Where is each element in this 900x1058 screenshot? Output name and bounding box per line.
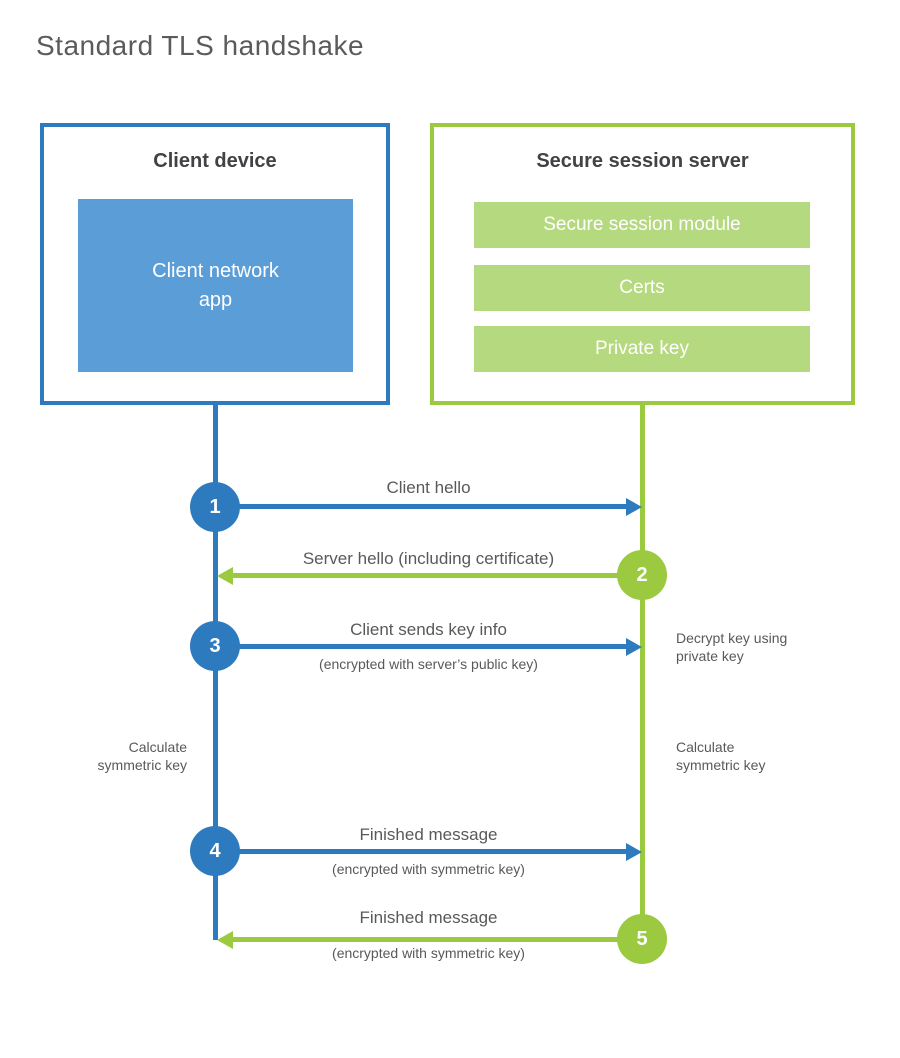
arrow-shaft-step4: [215, 849, 629, 854]
server-calc-note-line1: Calculate: [676, 739, 735, 755]
arrowhead-left-icon: [217, 567, 233, 585]
server-decrypt-note: Decrypt key using private key: [676, 630, 787, 665]
arrow-shaft-step3: [215, 644, 629, 649]
step-marker-5: 5: [617, 914, 667, 964]
client-lifeline: [213, 405, 218, 940]
secure-session-server-box: Secure session server Secure session mod…: [430, 123, 855, 405]
arrow-shaft-step2: [233, 573, 642, 578]
server-title: Secure session server: [536, 150, 749, 172]
message-label-server-hello: Server hello (including certificate): [302, 549, 555, 568]
client-calc-note: Calculate symmetric key: [57, 739, 187, 774]
server-decrypt-note-line1: Decrypt key using: [676, 630, 788, 646]
arrow-shaft-step1: [215, 504, 629, 509]
arrowhead-left-icon: [217, 931, 233, 949]
client-network-app-box: Client network app: [78, 199, 353, 372]
client-calc-note-line1: Calculate: [128, 739, 187, 755]
arrowhead-right-icon: [626, 638, 642, 656]
step-marker-1: 1: [190, 482, 240, 532]
certs-bar: Certs: [474, 265, 810, 311]
client-network-app-label: Client network app: [152, 259, 279, 311]
arrowhead-right-icon: [626, 498, 642, 516]
private-key-bar: Private key: [474, 326, 810, 372]
step-marker-4: 4: [190, 826, 240, 876]
server-lifeline: [640, 405, 645, 940]
arrowhead-right-icon: [626, 843, 642, 861]
step-marker-2: 2: [617, 550, 667, 600]
client-device-title: Client device: [153, 150, 277, 172]
client-device-box: Client device Client network app: [40, 123, 390, 405]
message-sublabel-finished-client: (encrypted with symmetric key): [332, 861, 525, 877]
server-calc-note: Calculate symmetric key: [676, 739, 765, 774]
message-label-client-hello: Client hello: [386, 478, 471, 497]
message-label-finished-client: Finished message: [359, 825, 498, 844]
message-label-finished-server: Finished message: [359, 908, 498, 927]
server-decrypt-note-line2: private key: [676, 647, 744, 664]
step-marker-3: 3: [190, 621, 240, 671]
message-label-key-info: Client sends key info: [350, 620, 507, 639]
message-sublabel-finished-server: (encrypted with symmetric key): [332, 945, 525, 961]
client-calc-note-line2: symmetric key: [97, 756, 187, 773]
server-calc-note-line2: symmetric key: [676, 756, 766, 773]
arrow-shaft-step5: [233, 937, 642, 942]
diagram-title: Standard TLS handshake: [36, 30, 365, 61]
secure-session-module-bar: Secure session module: [474, 202, 810, 248]
message-sublabel-key-info: (encrypted with server’s public key): [319, 656, 538, 672]
